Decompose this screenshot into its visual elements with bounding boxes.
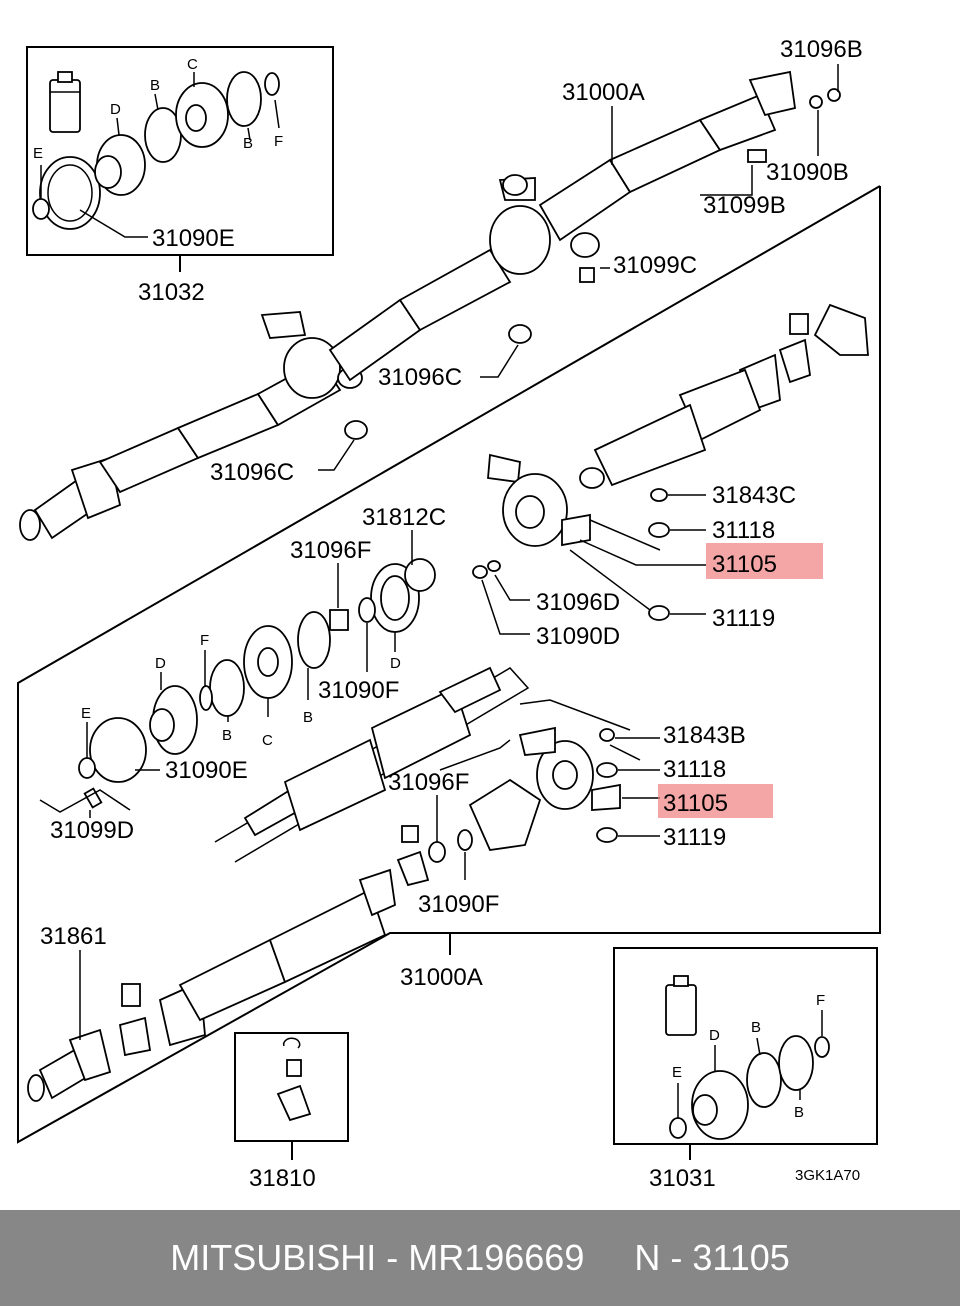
mid-label-D: D [390, 655, 401, 672]
part-label-31861: 31861 [40, 923, 107, 950]
part-label-31812C: 31812C [362, 504, 446, 531]
part-label-31105-highlighted: 31105 [663, 790, 728, 817]
mid-label-E: E [81, 705, 91, 722]
propeller-shaft-inner [214, 666, 621, 887]
part-label-31843C: 31843C [712, 482, 796, 509]
propeller-shaft-middle [472, 303, 869, 621]
grease-tube-icon [49, 71, 81, 133]
highlight-31105 [658, 784, 773, 818]
inner-leaders [436, 699, 660, 880]
inset-label-B: B [751, 1019, 761, 1036]
inset-label-D: D [110, 101, 121, 118]
part-label-31096C: 31096C [378, 364, 462, 391]
inset-frame-31810 [234, 1032, 349, 1142]
inset-top-leaders [40, 72, 280, 238]
grease-tube-icon [665, 975, 697, 1036]
mid-label-D: D [155, 655, 166, 672]
part-label-31096C: 31096C [210, 459, 294, 486]
part-label-31096D: 31096D [536, 589, 620, 616]
inset-label-D: D [709, 1027, 720, 1044]
part-label-31090E: 31090E [165, 757, 248, 784]
part-label-31090E: 31090E [152, 225, 235, 252]
inset-label-B: B [794, 1104, 804, 1121]
inset-label-B: B [243, 135, 253, 152]
part-label-31119: 31119 [712, 605, 775, 632]
inset-label-C: C [187, 56, 198, 73]
part-label-31000A: 31000A [400, 964, 483, 991]
mid-label-B: B [222, 727, 232, 744]
mid-label-B: B [303, 709, 313, 726]
inset-frame-31031 [613, 947, 878, 1145]
flange-cluster [78, 558, 436, 809]
part-label-31096F: 31096F [290, 537, 371, 564]
part-label-31000A: 31000A [562, 79, 645, 106]
detail-frame [17, 185, 881, 1144]
inset-label-E: E [672, 1064, 682, 1081]
part-label-31090F: 31090F [418, 891, 499, 918]
part-label-31031: 31031 [649, 1165, 716, 1192]
highlight-31105 [706, 543, 823, 579]
part-label-31032: 31032 [138, 279, 205, 306]
inset-label-E: E [33, 145, 43, 162]
part-label-31099D: 31099D [50, 817, 134, 844]
part-label-31118: 31118 [712, 517, 775, 544]
part-label-31119: 31119 [663, 824, 726, 851]
part-label-31090D: 31090D [536, 623, 620, 650]
inset-top-parts [32, 71, 280, 230]
part-label-31099C: 31099C [613, 252, 697, 279]
inset-label-F: F [274, 133, 283, 150]
part-number-banner: MITSUBISHI - MR196669 N - 31105 [0, 1210, 960, 1306]
mid-label-C: C [262, 732, 273, 749]
propeller-shaft-bottom [27, 868, 396, 1102]
part-label-31096F: 31096F [388, 769, 469, 796]
middle-leaders [481, 494, 706, 635]
part-label-31090F: 31090F [318, 677, 399, 704]
inset-label-B: B [150, 77, 160, 94]
part-label-31118: 31118 [663, 756, 726, 783]
inset-bottom-leaders [677, 1010, 823, 1118]
inset-bottom-parts [669, 1035, 830, 1140]
part-label-31090B: 31090B [766, 159, 849, 186]
part-label-31843B: 31843B [663, 722, 746, 749]
parts-diagram: C B D B F E 31090E 31032 [17, 36, 881, 1192]
part-label-31099B: 31099B [703, 192, 786, 219]
flange-leaders [39, 530, 413, 818]
part-label-31096B: 31096B [780, 36, 863, 63]
top-shaft-leaders [318, 64, 839, 471]
inset-label-F: F [816, 992, 825, 1009]
universal-joint-icon [276, 1037, 312, 1122]
diagram-code: 3GK1A70 [795, 1167, 860, 1184]
mid-label-F: F [200, 632, 209, 649]
part-label-31810: 31810 [249, 1165, 316, 1192]
propeller-shaft-top [19, 70, 841, 541]
part-label-31105-highlighted: 31105 [712, 551, 777, 578]
